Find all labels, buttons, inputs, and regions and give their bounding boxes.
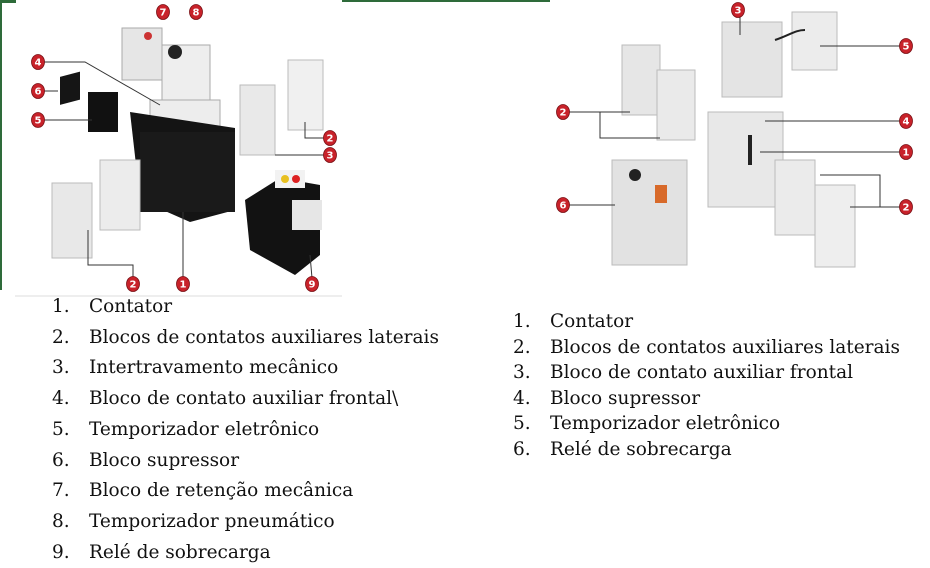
- legend-text: Bloco supressor: [89, 449, 240, 471]
- legend-number: 1.: [513, 311, 531, 332]
- callout-marker: 4: [899, 113, 913, 129]
- callout-number: 8: [193, 8, 200, 19]
- legend-text: Blocos de contatos auxiliares laterais: [550, 336, 900, 358]
- legend-number: 2.: [52, 326, 70, 348]
- legend-text: Bloco supressor: [550, 387, 701, 409]
- callout-marker: 2: [323, 130, 337, 146]
- callout-marker: 1: [176, 276, 190, 292]
- callout-number: 2: [560, 108, 567, 119]
- callout-marker: 2: [126, 276, 140, 292]
- accent-bar-left: [0, 0, 2, 290]
- legend-text: Blocos de contatos auxiliares laterais: [89, 326, 439, 348]
- callout-number: 6: [35, 87, 42, 98]
- callout-marker: 7: [156, 4, 170, 20]
- callout-marker: 5: [899, 38, 913, 54]
- accent-bar-top: [342, 0, 550, 2]
- callout-marker: 1: [899, 144, 913, 160]
- legend-text: Relé de sobrecarga: [89, 541, 271, 563]
- legend-number: 4.: [513, 387, 531, 409]
- legend-number: 6.: [513, 439, 531, 460]
- right-contactor-illustration: [611, 11, 856, 268]
- legend-number: 3.: [52, 357, 70, 379]
- callout-marker: 3: [323, 147, 337, 163]
- legend-number: 8.: [52, 510, 70, 532]
- legend-number: 5.: [513, 413, 531, 435]
- legend-text: Temporizador eletrônico: [550, 413, 781, 435]
- callout-number: 1: [903, 148, 910, 159]
- callout-number: 5: [35, 116, 42, 127]
- legend-text: Temporizador eletrônico: [89, 418, 320, 440]
- callout-number: 3: [735, 6, 742, 17]
- legend-text: Relé de sobrecarga: [550, 439, 732, 460]
- legend-number: 5.: [52, 418, 70, 440]
- callout-number: 2: [327, 134, 334, 145]
- callout-marker: 8: [189, 4, 203, 20]
- callout-number: 6: [560, 201, 567, 212]
- accent-bar: [0, 0, 16, 3]
- callout-number: 5: [903, 42, 910, 53]
- legend-text: Temporizador pneumático: [89, 510, 335, 532]
- callout-number: 7: [160, 8, 167, 19]
- legend-number: 6.: [52, 449, 70, 471]
- callout-number: 2: [130, 280, 137, 291]
- callout-marker: 2: [556, 104, 570, 120]
- legend-number: 2.: [513, 336, 531, 358]
- right-leader-lines: [569, 16, 900, 208]
- left-contactor-illustration: [51, 27, 324, 275]
- legend-number: 7.: [52, 480, 70, 502]
- callout-marker: 5: [31, 112, 45, 128]
- callout-number: 9: [309, 280, 316, 291]
- callout-marker: 3: [731, 2, 745, 18]
- left-leader-lines: [44, 61, 324, 279]
- legend-text: Bloco de contato auxiliar frontal\: [89, 388, 399, 410]
- callout-marker: 2: [899, 199, 913, 215]
- legend-number: 9.: [52, 541, 70, 563]
- callout-number: 4: [903, 117, 910, 128]
- callout-marker: 6: [31, 83, 45, 99]
- callout-number: 3: [327, 151, 334, 162]
- legend-text: Contator: [89, 296, 173, 317]
- callout-number: 2: [903, 203, 910, 214]
- callout-number: 4: [35, 58, 42, 69]
- callout-marker: 6: [556, 197, 570, 213]
- legend-text: Contator: [550, 311, 634, 332]
- legend-number: 3.: [513, 362, 531, 384]
- legend-text: Bloco de contato auxiliar frontal: [550, 362, 854, 384]
- legend-text: Bloco de retenção mecânica: [89, 480, 354, 502]
- callout-marker: 9: [305, 276, 319, 292]
- legend-number: 1.: [52, 296, 70, 317]
- callout-marker: 4: [31, 54, 45, 70]
- callout-number: 1: [180, 280, 187, 291]
- legend-text: Intertravamento mecânico: [89, 357, 339, 379]
- legend-number: 4.: [52, 388, 70, 410]
